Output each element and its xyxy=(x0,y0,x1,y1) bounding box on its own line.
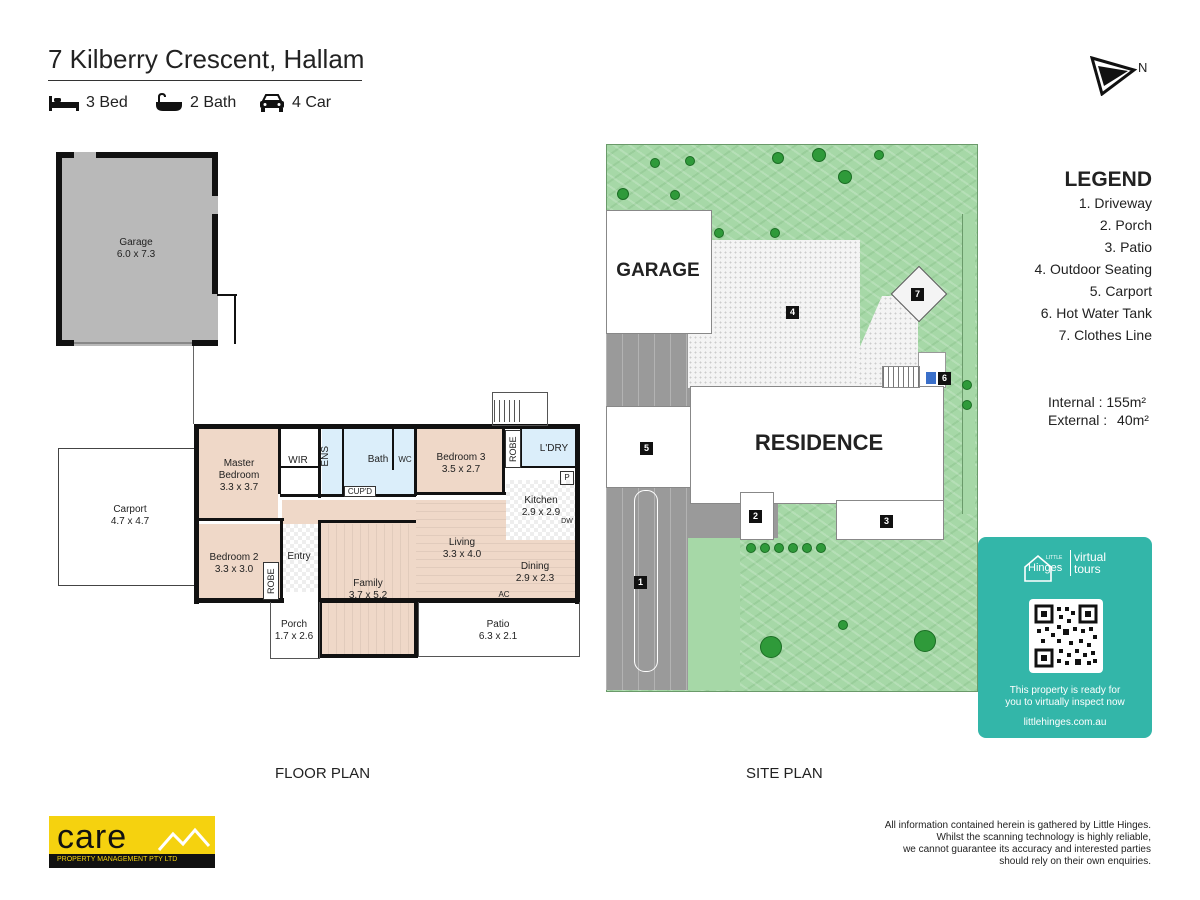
brand-name: Hinges xyxy=(1028,562,1063,574)
site-outdoor-seating xyxy=(688,240,860,388)
disclaimer: All information contained herein is gath… xyxy=(884,820,1151,867)
site-marker-5: 5 xyxy=(640,442,653,455)
room-master-bedroom: Master Bedroom 3.3 x 3.7 xyxy=(218,458,260,493)
site-marker-6: 6 xyxy=(938,372,951,385)
room-garage: Garage 6.0 x 7.3 xyxy=(116,237,156,260)
room-wc: WC xyxy=(398,455,412,464)
agency-name: care xyxy=(57,818,128,856)
feature-car-label: 4 Car xyxy=(292,94,332,111)
legend-list: 1. Driveway 2. Porch 3. Patio 4. Outdoor… xyxy=(1034,192,1152,346)
room-bedroom-2: Bedroom 2 3.3 x 3.0 xyxy=(209,552,259,575)
title-divider xyxy=(48,80,362,81)
room-robe-bed2: ROBE xyxy=(263,562,279,600)
feature-bath: 2 Bath xyxy=(154,92,236,114)
car-icon xyxy=(260,94,284,112)
room-living: Living 3.3 x 4.0 xyxy=(442,537,482,560)
bed3-floor xyxy=(416,428,502,492)
site-garage xyxy=(606,210,712,334)
house-logo-icon xyxy=(1024,554,1052,582)
site-marker-1: 1 xyxy=(634,576,647,589)
room-patio: Patio 6.3 x 2.1 xyxy=(478,619,518,642)
room-bedroom-3: Bedroom 3 3.5 x 2.7 xyxy=(436,452,486,475)
legend-title: LEGEND xyxy=(1064,168,1152,191)
compass xyxy=(1089,55,1140,101)
internal-area-value: : 155m² xyxy=(1098,394,1147,410)
site-marker-3: 3 xyxy=(880,515,893,528)
qr-code-icon xyxy=(1034,604,1098,668)
appliance-dishwasher: DW xyxy=(561,518,573,525)
page-title: 7 Kilberry Crescent, Hallam xyxy=(48,44,365,74)
room-entry: Entry xyxy=(287,551,311,562)
legend-item: 1. Driveway xyxy=(1078,195,1152,211)
room-robe-bed3: ROBE xyxy=(505,430,521,468)
living-floor xyxy=(416,500,506,600)
room-dining: Dining 2.9 x 2.3 xyxy=(515,561,555,584)
feature-bath-label: 2 Bath xyxy=(190,94,237,111)
internal-area-label: Internal xyxy=(1048,394,1095,410)
legend-item: 2. Porch xyxy=(1099,217,1152,233)
wet-area-floor xyxy=(322,428,414,496)
room-pantry: P xyxy=(560,471,574,485)
room-cupboard: CUP'D xyxy=(344,486,376,497)
laundry-floor xyxy=(522,428,576,468)
floor-plan: Garage 6.0 x 7.3 Carport 4.7 x 4.7 xyxy=(0,0,600,680)
room-laundry: L'DRY xyxy=(539,443,569,454)
agency-subtitle: PROPERTY MANAGEMENT PTY LTD xyxy=(57,856,178,863)
site-marker-2: 2 xyxy=(749,510,762,523)
external-area-label: External : xyxy=(1048,412,1108,428)
site-garage-label: GARAGE xyxy=(616,260,700,281)
legend-item: 5. Carport xyxy=(1089,283,1152,299)
little-hinges-logo xyxy=(1022,553,1068,583)
room-kitchen: Kitchen 2.9 x 2.9 xyxy=(521,495,561,518)
bed-icon xyxy=(49,96,79,111)
dining-floor xyxy=(506,540,576,600)
site-driveway xyxy=(606,332,690,690)
bath-icon xyxy=(156,93,182,111)
legend-item: 4. Outdoor Seating xyxy=(1034,261,1152,277)
feature-bed-label: 3 Bed xyxy=(86,94,128,111)
brand-sub: virtual tours xyxy=(1074,550,1107,576)
room-ens: ENS xyxy=(320,446,331,467)
patio xyxy=(418,602,580,657)
site-marker-7: 7 xyxy=(911,288,924,301)
feature-bed: 3 Bed xyxy=(48,92,128,114)
promo-url[interactable]: littlehinges.com.au xyxy=(1023,717,1107,728)
site-residence xyxy=(690,386,944,504)
promo-message: This property is ready for you to virtua… xyxy=(1005,685,1125,708)
feature-car: 4 Car xyxy=(258,92,331,114)
brand-small: LITTLE xyxy=(1046,555,1063,561)
kitchen-floor xyxy=(506,480,576,540)
rear-steps xyxy=(492,392,548,426)
room-porch: Porch 1.7 x 2.6 xyxy=(274,619,314,642)
family-floor xyxy=(320,524,416,654)
entry-floor xyxy=(282,524,320,592)
legend-item: 6. Hot Water Tank xyxy=(1040,305,1152,321)
area-summary: Internal : 155m² External : 40m² xyxy=(1048,393,1149,429)
room-bath: Bath xyxy=(367,454,389,465)
floor-plan-label: FLOOR PLAN xyxy=(275,765,371,782)
room-family: Family 3.7 x 5.2 xyxy=(348,578,388,601)
master-floor xyxy=(198,428,278,520)
garage-floor xyxy=(56,152,218,346)
external-area-value: 40m² xyxy=(1117,412,1149,428)
wir-floor xyxy=(280,428,320,484)
porch xyxy=(270,602,320,659)
agency-logo: care PROPERTY MANAGEMENT PTY LTD xyxy=(49,816,215,868)
qr-code[interactable] xyxy=(1029,599,1103,673)
site-marker-4: 4 xyxy=(786,306,799,319)
virtual-tour-card[interactable]: LITTLE Hinges virtual tours xyxy=(978,537,1152,738)
roof-logo-icon xyxy=(157,827,211,851)
compass-label: N xyxy=(1138,60,1148,75)
site-residence-label: RESIDENCE xyxy=(754,430,884,455)
legend-item: 7. Clothes Line xyxy=(1058,327,1152,343)
site-hot-water-tank xyxy=(926,372,936,384)
site-plan-label: SITE PLAN xyxy=(746,765,823,782)
north-arrow-icon xyxy=(1089,55,1138,97)
legend-item: 3. Patio xyxy=(1104,239,1152,255)
room-carport: Carport 4.7 x 4.7 xyxy=(110,504,150,527)
room-wir: WIR xyxy=(288,455,308,466)
appliance-ac: AC xyxy=(498,590,510,599)
